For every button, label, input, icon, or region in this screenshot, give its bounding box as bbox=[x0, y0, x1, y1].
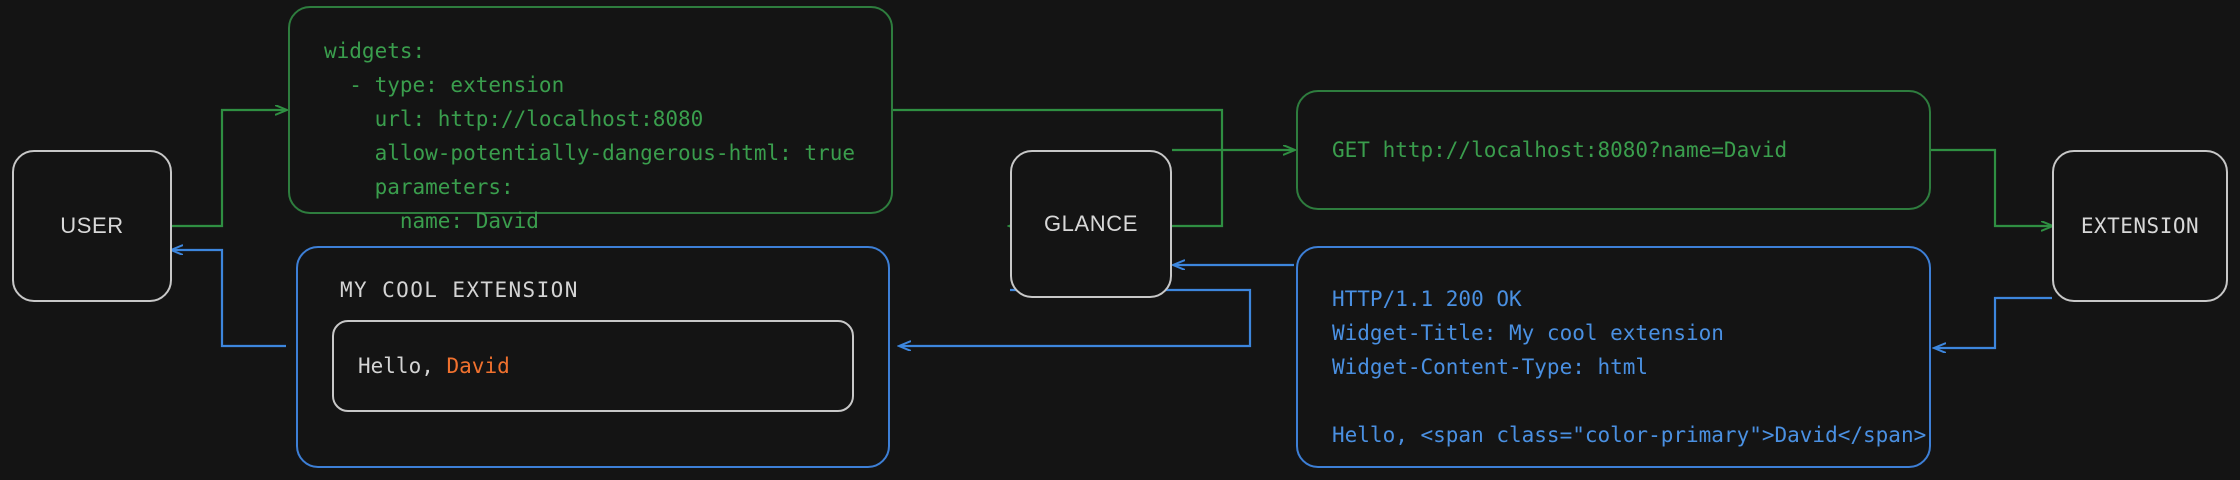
node-extension-label: EXTENSION bbox=[2080, 214, 2200, 238]
wire-widget-to-user bbox=[172, 250, 286, 348]
wire-request-to-extension bbox=[1930, 148, 2052, 226]
node-user[interactable]: USER bbox=[12, 150, 172, 302]
widget-content-area: Hello, David bbox=[332, 320, 854, 412]
http-response-block: HTTP/1.1 200 OK Widget-Title: My cool ex… bbox=[1296, 246, 1931, 468]
config-yaml-block: widgets: - type: extension url: http://l… bbox=[288, 6, 893, 233]
wire-extension-to-response bbox=[1935, 296, 2052, 348]
rendered-widget-block: MY COOL EXTENSION Hello, David bbox=[296, 246, 890, 468]
config-yaml-text: widgets: - type: extension url: http://l… bbox=[324, 39, 856, 234]
widget-greeting-name: David bbox=[446, 354, 510, 378]
wire-user-to-config bbox=[170, 110, 286, 228]
widget-greeting-prefix: Hello, bbox=[358, 354, 447, 378]
wire-glance-bottom-to-widget bbox=[900, 288, 1252, 346]
widget-greeting: Hello, David bbox=[358, 354, 510, 378]
http-request-block: GET http://localhost:8080?name=David bbox=[1296, 90, 1931, 210]
node-user-label: USER bbox=[60, 213, 124, 238]
node-glance[interactable]: GLANCE bbox=[1010, 150, 1172, 298]
node-extension[interactable]: EXTENSION bbox=[2052, 150, 2228, 302]
widget-title: MY COOL EXTENSION bbox=[340, 278, 579, 302]
http-request-text: GET http://localhost:8080?name=David bbox=[1332, 137, 1788, 162]
node-glance-label: GLANCE bbox=[1043, 211, 1139, 236]
http-response-text: HTTP/1.1 200 OK Widget-Title: My cool ex… bbox=[1332, 287, 1927, 448]
